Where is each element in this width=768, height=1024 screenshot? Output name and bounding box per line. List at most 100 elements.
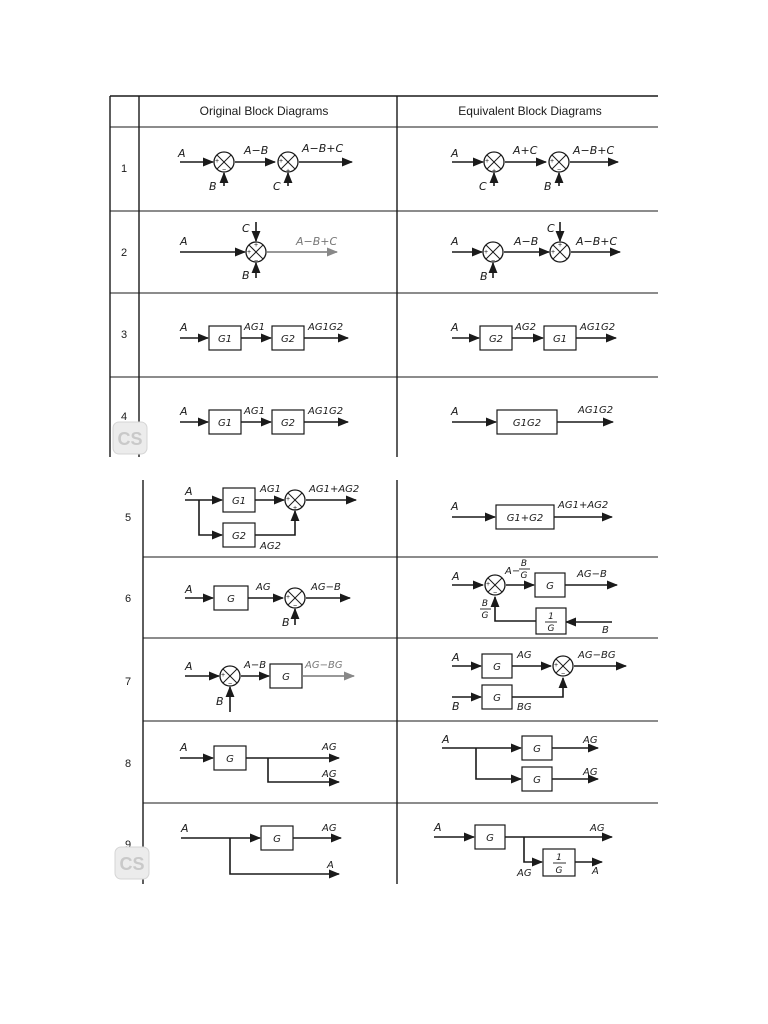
row-5-equivalent: A G1+G2 AG1+AG2: [450, 500, 614, 530]
svg-text:+: +: [485, 158, 489, 165]
svg-text:+: +: [550, 158, 554, 165]
table-grid-lower: [142, 480, 658, 884]
svg-text:G2: G2: [281, 334, 295, 345]
svg-text:A−B+C: A−B+C: [295, 235, 338, 248]
svg-text:+: +: [286, 168, 290, 175]
svg-text:A: A: [179, 405, 188, 418]
svg-text:+: +: [492, 168, 496, 175]
table-grid-upper: [109, 95, 658, 457]
svg-text:AG−BG: AG−BG: [304, 660, 343, 671]
header-original: Original Block Diagrams: [200, 104, 329, 118]
svg-text:B: B: [480, 270, 488, 283]
svg-text:B: B: [209, 180, 217, 193]
svg-text:A: A: [184, 660, 193, 673]
row-4-equivalent: A G1G2 AG1G2: [450, 405, 615, 435]
svg-text:−: −: [561, 671, 565, 678]
svg-text:G: G: [548, 624, 555, 634]
block-g-bottom: [521, 766, 553, 792]
svg-text:G: G: [482, 611, 489, 621]
svg-text:A: A: [177, 147, 186, 160]
svg-text:AG: AG: [516, 868, 532, 879]
block-g1-plus-g2: [495, 504, 555, 530]
svg-text:AG: AG: [589, 823, 605, 834]
svg-text:A: A: [451, 651, 460, 664]
block-g1: [543, 325, 577, 351]
svg-text:G1: G1: [232, 496, 246, 507]
svg-text:A−B: A−B: [243, 660, 266, 671]
svg-text:AG1G2: AG1G2: [307, 322, 343, 333]
svg-text:+: +: [551, 249, 555, 256]
row-1-equivalent: A ++ C A+C +− B A−B+C: [450, 144, 620, 193]
block-g-top: [521, 735, 553, 761]
svg-text:A: A: [450, 500, 459, 513]
row-number-1: 1: [121, 163, 127, 175]
row-8-equivalent: A G AG G AG: [441, 733, 600, 792]
svg-text:AG−B: AG−B: [576, 569, 607, 580]
svg-text:A: A: [433, 821, 442, 834]
svg-text:A: A: [451, 570, 460, 583]
row-9-original: A G AG A: [180, 822, 343, 879]
svg-text:A: A: [441, 733, 450, 746]
block-g-top: [481, 653, 513, 679]
row-number-2: 2: [121, 247, 127, 259]
block-g: [213, 585, 249, 611]
svg-text:G2: G2: [489, 334, 503, 345]
block-g1g2: [496, 409, 558, 435]
svg-text:AG2: AG2: [259, 541, 281, 552]
svg-text:A: A: [326, 860, 334, 871]
svg-text:−: −: [557, 167, 561, 174]
svg-text:B: B: [216, 695, 224, 708]
svg-text:−: −: [293, 603, 297, 610]
svg-text:G: G: [533, 744, 541, 755]
svg-text:G2: G2: [281, 418, 295, 429]
svg-text:G2: G2: [232, 531, 246, 542]
svg-text:AG: AG: [321, 823, 337, 834]
svg-text:−: −: [222, 167, 226, 174]
svg-text:G: G: [486, 833, 494, 844]
svg-text:AG: AG: [516, 650, 532, 661]
svg-text:A: A: [450, 147, 459, 160]
svg-text:B: B: [544, 180, 552, 193]
svg-text:+: +: [293, 505, 297, 512]
svg-text:AG1+AG2: AG1+AG2: [308, 484, 359, 495]
block-g: [534, 572, 566, 598]
svg-text:+: +: [286, 496, 290, 503]
svg-text:+: +: [286, 594, 290, 601]
svg-text:AG: AG: [321, 769, 337, 780]
svg-text:A: A: [180, 822, 189, 835]
svg-text:B: B: [282, 616, 290, 629]
block-g2: [271, 325, 305, 351]
svg-text:G: G: [556, 866, 563, 876]
svg-text:C: C: [479, 180, 487, 193]
svg-text:A−B: A−B: [513, 235, 538, 248]
row-5-original: A G1 G2 AG1 ++ AG2 AG1+AG2: [184, 484, 359, 552]
svg-text:A−: A−: [504, 566, 520, 577]
svg-text:+: +: [486, 581, 490, 588]
svg-text:+: +: [484, 249, 488, 256]
block-g1: [208, 325, 242, 351]
svg-text:G1: G1: [553, 334, 567, 345]
block-g-bottom: [481, 684, 513, 710]
svg-text:A−B+C: A−B+C: [301, 142, 344, 155]
svg-text:G1: G1: [218, 418, 232, 429]
svg-text:A: A: [179, 235, 188, 248]
svg-text:G: G: [282, 672, 290, 683]
svg-text:+: +: [215, 158, 219, 165]
svg-text:G1G2: G1G2: [513, 418, 541, 429]
svg-text:AG1: AG1: [243, 406, 265, 417]
svg-text:A: A: [179, 321, 188, 334]
watermark-logo-lower: CS: [114, 846, 150, 880]
svg-text:A: A: [450, 405, 459, 418]
block-g1: [208, 409, 242, 435]
svg-text:A−B+C: A−B+C: [572, 144, 615, 157]
svg-text:A: A: [450, 321, 459, 334]
svg-text:+: +: [279, 158, 283, 165]
svg-text:A: A: [179, 741, 188, 754]
row-2-equivalent: A +− B A−B ++ C A−B+C: [450, 222, 622, 283]
svg-text:B: B: [602, 625, 609, 636]
svg-text:+: +: [254, 242, 258, 249]
svg-text:C: C: [273, 180, 281, 193]
watermark-logo-upper: CS: [112, 421, 148, 455]
svg-text:AG1+AG2: AG1+AG2: [557, 500, 608, 511]
